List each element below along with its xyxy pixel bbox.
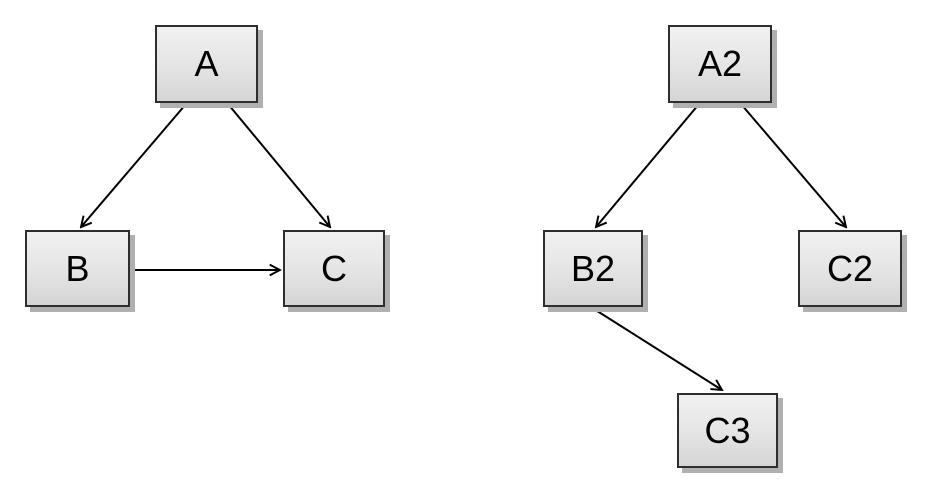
- node-A2-label: A2: [697, 43, 743, 84]
- node-A-label: A: [194, 43, 219, 84]
- edge-A-C: [227, 103, 330, 227]
- edge-A2-C2: [740, 103, 846, 227]
- node-C-label: C: [321, 247, 347, 289]
- node-C3[interactable]: C3: [677, 393, 778, 468]
- edge-B2-C3: [593, 308, 722, 390]
- node-A[interactable]: A: [155, 25, 258, 103]
- node-B[interactable]: B: [25, 230, 130, 307]
- edge-A-B: [81, 103, 187, 227]
- node-C[interactable]: C: [283, 230, 385, 307]
- node-B2-label: B2: [570, 247, 616, 289]
- node-C2[interactable]: C2: [798, 230, 902, 307]
- node-A2[interactable]: A2: [668, 25, 772, 103]
- node-B-label: B: [65, 247, 90, 289]
- node-B2[interactable]: B2: [543, 230, 643, 307]
- node-C3-label: C3: [704, 409, 751, 451]
- node-C2-label: C2: [826, 247, 874, 289]
- edge-A2-B2: [596, 103, 700, 227]
